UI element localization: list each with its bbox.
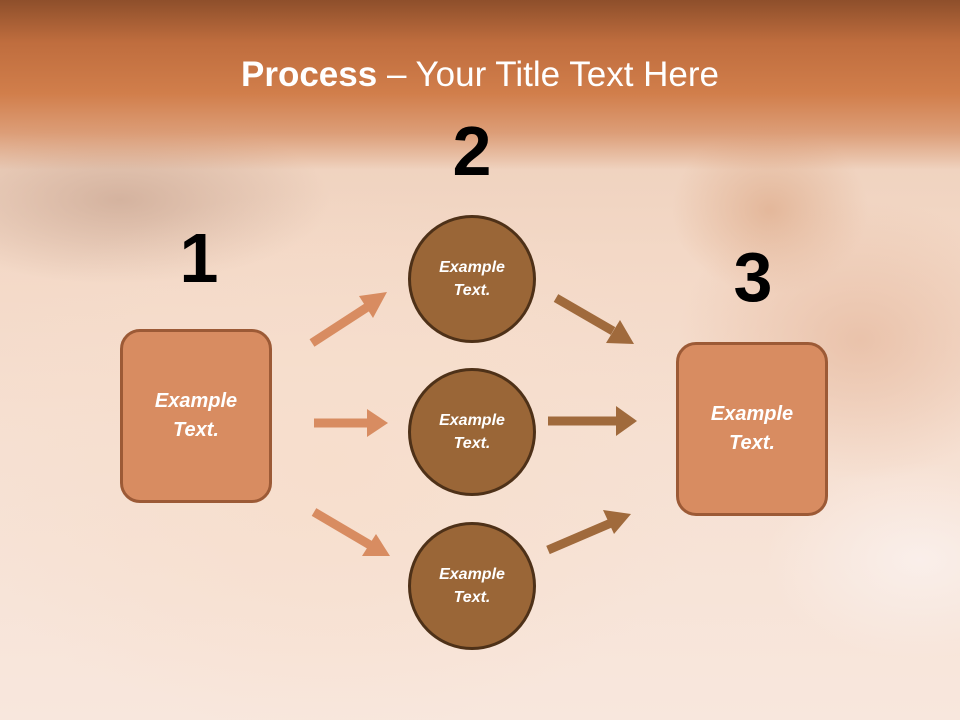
- middle-circle-2[interactable]: Example Text.: [408, 368, 536, 496]
- middle-circle-3[interactable]: Example Text.: [408, 522, 536, 650]
- slide-title: Process – Your Title Text Here: [0, 52, 960, 98]
- title-bold: Process: [241, 55, 378, 94]
- step-box-1[interactable]: Example Text.: [120, 329, 272, 503]
- step-number-2: 2: [452, 112, 492, 190]
- arrow-left-middle: [314, 409, 388, 437]
- arrow-left-down: [311, 508, 390, 556]
- arrow-right-middle: [548, 406, 637, 436]
- step-box-3-label: Example Text.: [710, 403, 794, 454]
- arrow-left-up: [309, 292, 387, 347]
- step-number-3: 3: [733, 238, 773, 316]
- middle-circle-1-label: Example Text.: [439, 259, 505, 299]
- middle-circle-2-label: Example Text.: [439, 412, 505, 452]
- middle-circle-3-label: Example Text.: [439, 566, 505, 606]
- step-box-3[interactable]: Example Text.: [676, 342, 828, 516]
- step-number-1: 1: [179, 219, 219, 297]
- title-rest: – Your Title Text Here: [377, 55, 719, 94]
- title-band: [0, 0, 960, 170]
- step-box-1-label: Example Text.: [154, 390, 238, 441]
- arrow-right-up: [546, 510, 631, 555]
- middle-circle-1[interactable]: Example Text.: [408, 215, 536, 343]
- arrow-right-down: [553, 294, 634, 344]
